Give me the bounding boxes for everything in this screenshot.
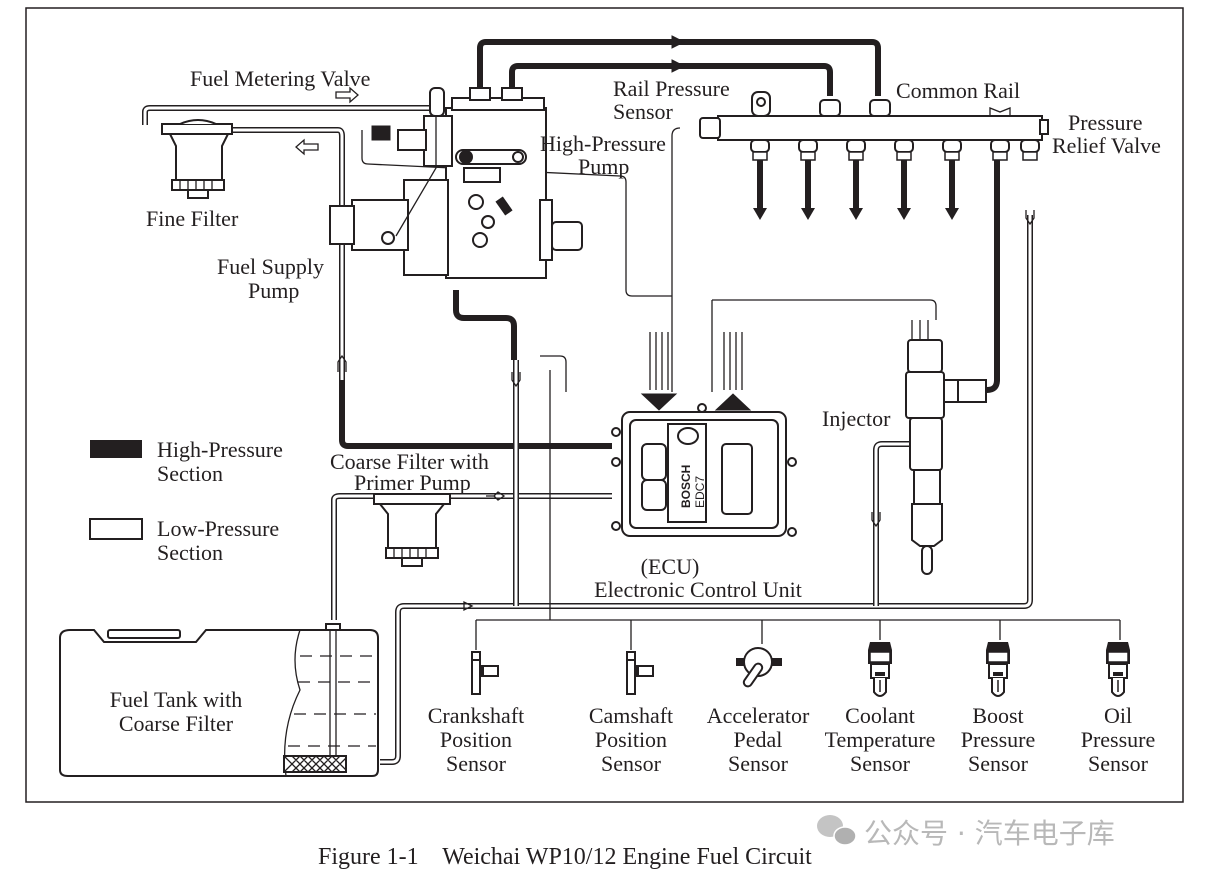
fuel-tank xyxy=(59,623,379,777)
ecu-output-bundle xyxy=(714,332,752,411)
label-rail-pressure-sensor: Sensor xyxy=(613,99,674,124)
low-pressure-lines xyxy=(142,105,1033,765)
label-high-pressure-pump: High-Pressure xyxy=(540,131,666,156)
rail-injector-outlets xyxy=(750,139,1040,220)
label-common-rail: Common Rail xyxy=(896,78,1020,103)
legend-label: Section xyxy=(157,461,223,486)
fine-filter xyxy=(161,119,233,199)
legend-swatch-high-pressure xyxy=(90,440,142,458)
label-fuel-tank: Fuel Tank with xyxy=(110,687,243,712)
legend-label: Low-Pressure xyxy=(157,516,279,541)
sensor-label: Position xyxy=(595,727,667,752)
figure-caption: Figure 1-1 Weichai WP10/12 Engine Fuel C… xyxy=(318,844,812,870)
component-labels: Fuel Metering Valve Fine Filter Fuel Sup… xyxy=(110,66,1161,736)
rail-outlet xyxy=(750,139,770,220)
legend-swatch-low-pressure xyxy=(89,518,143,540)
sensor-label: Pressure xyxy=(1081,727,1156,752)
watermark: 公众号 · 汽车电子库 xyxy=(817,815,1115,850)
flow-arrow xyxy=(671,59,686,73)
label-fine-filter: Fine Filter xyxy=(146,206,239,231)
oil-pressure-sensor-icon xyxy=(1106,642,1130,697)
sensor-label: Crankshaft xyxy=(428,703,525,728)
signal-wires xyxy=(361,127,1121,650)
sensor-label: Pressure xyxy=(961,727,1036,752)
sensor-label: Boost xyxy=(972,703,1023,728)
ecu-brand: BOSCH xyxy=(679,465,693,508)
rail-outlet xyxy=(846,139,866,220)
sensor-label: Sensor xyxy=(601,751,662,776)
ecu-model: EDC7 xyxy=(693,476,707,508)
label-high-pressure-pump: Pump xyxy=(578,154,629,179)
flow-arrow xyxy=(671,35,686,49)
rail-outlet xyxy=(798,139,818,220)
label-fuel-supply-pump: Fuel Supply xyxy=(217,254,324,279)
label-coarse-filter: Primer Pump xyxy=(354,470,471,495)
sensor-label: Position xyxy=(440,727,512,752)
coarse-filter xyxy=(373,493,451,567)
label-fuel-metering-valve: Fuel Metering Valve xyxy=(190,66,370,91)
rail-outlet xyxy=(894,139,914,220)
legend-label: High-Pressure xyxy=(157,437,283,462)
ecu-input-bundle xyxy=(640,332,678,411)
sensor-icons xyxy=(471,642,1130,697)
sensor-label: Sensor xyxy=(968,751,1029,776)
injector xyxy=(905,320,987,575)
sensor-label: Coolant xyxy=(845,703,915,728)
label-injector: Injector xyxy=(822,406,891,431)
accelerator-pedal-sensor-icon xyxy=(736,647,782,688)
sensor-label: Sensor xyxy=(850,751,911,776)
watermark-text: 公众号 · 汽车电子库 xyxy=(864,817,1115,850)
high-pressure-pump xyxy=(329,87,583,279)
legend-label: Section xyxy=(157,540,223,565)
relief-valve-outlet xyxy=(1020,139,1040,161)
legend: High-Pressure Section Low-Pressure Secti… xyxy=(89,437,283,565)
coolant-temperature-sensor-icon xyxy=(868,642,892,697)
sensor-label: Sensor xyxy=(728,751,789,776)
label-coarse-filter: Coarse Filter with xyxy=(330,449,489,474)
sensor-label: Accelerator xyxy=(707,703,810,728)
figure-frame xyxy=(25,7,1184,803)
sensor-label: Sensor xyxy=(446,751,507,776)
ecu-output-arrow xyxy=(714,393,752,411)
rail-outlet xyxy=(990,139,1010,161)
ecu-input-arrow xyxy=(640,393,678,411)
label-rail-pressure-sensor: Rail Pressure xyxy=(613,76,730,101)
low-pressure-flow-arrows xyxy=(295,86,1035,612)
ecu: BOSCH EDC7 xyxy=(611,403,797,537)
camshaft-sensor-icon xyxy=(626,651,654,695)
wechat-icon xyxy=(817,815,857,846)
boost-pressure-sensor-icon xyxy=(986,642,1010,697)
label-fuel-tank: Coarse Filter xyxy=(119,711,234,736)
rail-outlet xyxy=(942,139,962,220)
crankshaft-sensor-icon xyxy=(471,651,499,695)
sensor-label: Sensor xyxy=(1088,751,1149,776)
label-ecu-name: Electronic Control Unit xyxy=(594,577,802,602)
common-rail xyxy=(699,91,1049,141)
label-pressure-relief-valve: Relief Valve xyxy=(1052,133,1161,158)
label-pressure-relief-valve: Pressure xyxy=(1068,110,1143,135)
sensor-label: Temperature xyxy=(825,727,936,752)
label-ecu-abbr: (ECU) xyxy=(641,554,700,579)
sensor-labels: CrankshaftPositionSensorCamshaftPosition… xyxy=(428,703,1156,776)
sensor-label: Camshaft xyxy=(589,703,673,728)
sensor-label: Pedal xyxy=(734,727,783,752)
sensor-label: Oil xyxy=(1104,703,1132,728)
label-fuel-supply-pump: Pump xyxy=(248,278,299,303)
